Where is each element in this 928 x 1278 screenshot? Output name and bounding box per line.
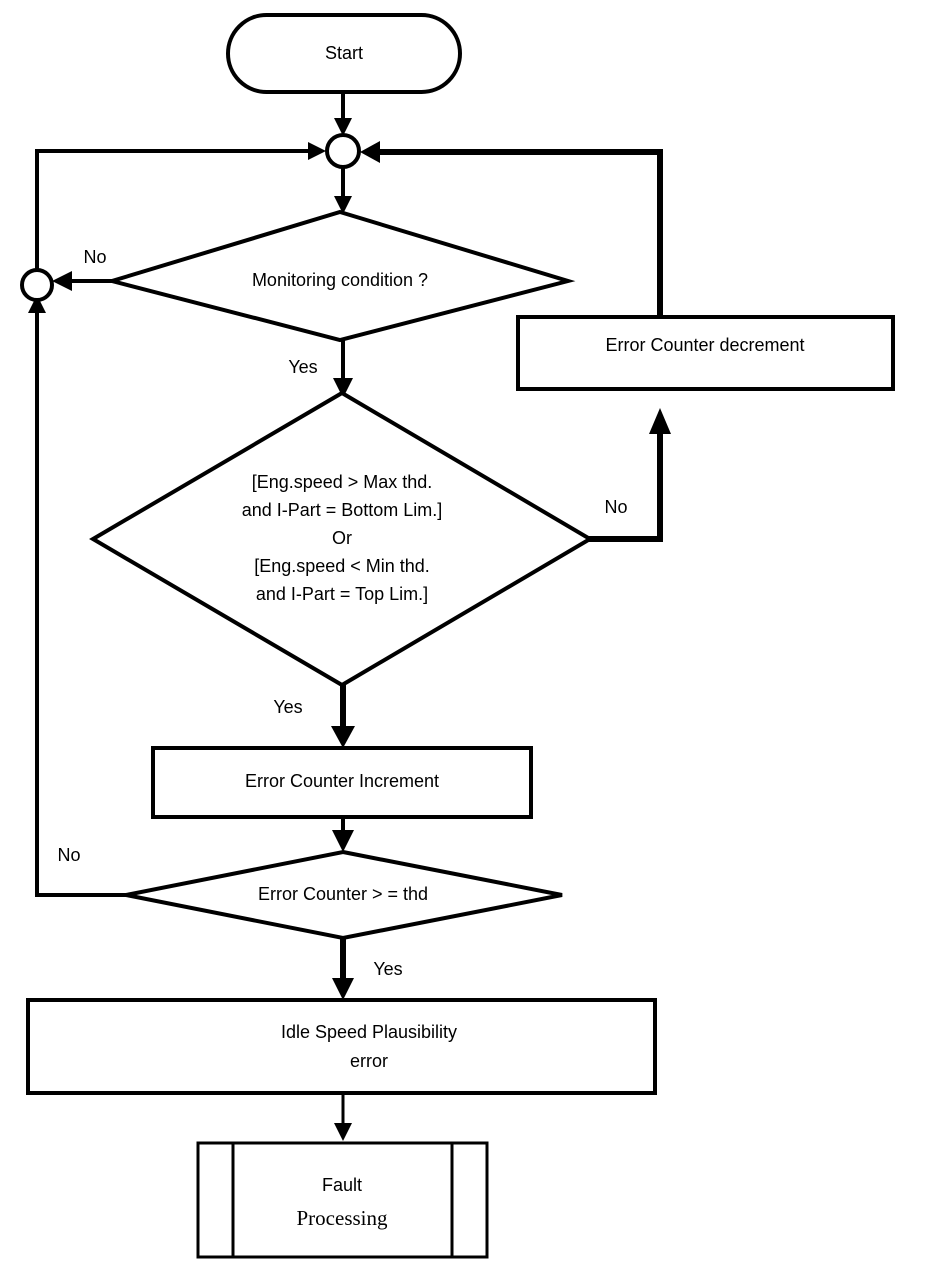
edge-decrement-return-to-junction xyxy=(360,141,663,317)
node-fault-processing-line-1: Fault xyxy=(322,1175,362,1195)
node-speed-condition-line-2: and I-Part = Bottom Lim.] xyxy=(242,500,443,520)
node-speed-condition-line-4: [Eng.speed < Min thd. xyxy=(254,556,430,576)
edge-label-counter-yes: Yes xyxy=(373,959,402,979)
edge-speed-no-to-decrement xyxy=(586,408,671,542)
edge-monitoring-no xyxy=(52,271,112,291)
edge-error-to-fault-processing xyxy=(334,1093,352,1141)
edge-increment-to-counter xyxy=(332,817,354,852)
node-speed-condition[interactable]: [Eng.speed > Max thd. and I-Part = Botto… xyxy=(89,390,594,688)
node-fault-processing[interactable]: Fault Processing xyxy=(196,1141,489,1259)
edge-left-loop-to-junction xyxy=(35,142,326,270)
node-start-label: Start xyxy=(325,43,363,63)
edge-label-monitoring-no: No xyxy=(83,247,106,267)
node-junction-left[interactable] xyxy=(20,268,54,302)
node-start[interactable]: Start xyxy=(226,13,462,94)
node-error-counter-decrement-label: Error Counter decrement xyxy=(605,335,804,355)
node-error-counter-threshold[interactable]: Error Counter > = thd xyxy=(125,849,563,941)
edge-counter-no-to-left-junction xyxy=(28,295,126,897)
edge-monitoring-yes xyxy=(333,340,353,398)
node-error-counter-decrement[interactable]: Error Counter decrement xyxy=(516,315,895,391)
edge-counter-yes-to-error xyxy=(332,938,354,1000)
node-idle-speed-error-line-1: Idle Speed Plausibility xyxy=(281,1022,457,1042)
edge-junction-to-monitoring xyxy=(334,168,352,214)
node-monitoring-condition-label: Monitoring condition ? xyxy=(252,270,428,290)
edge-label-speed-yes: Yes xyxy=(273,697,302,717)
node-idle-speed-error-line-2: error xyxy=(350,1051,388,1071)
node-speed-condition-line-5: and I-Part = Top Lim.] xyxy=(256,584,428,604)
node-error-counter-increment[interactable]: Error Counter Increment xyxy=(151,746,533,819)
edge-label-speed-no: No xyxy=(604,497,627,517)
edge-label-monitoring-yes: Yes xyxy=(288,357,317,377)
edge-label-counter-no: No xyxy=(57,845,80,865)
node-fault-processing-line-2: Processing xyxy=(297,1206,388,1230)
edge-start-to-junction xyxy=(334,92,352,136)
node-speed-condition-line-1: [Eng.speed > Max thd. xyxy=(252,472,433,492)
node-error-counter-increment-label: Error Counter Increment xyxy=(245,771,439,791)
node-monitoring-condition[interactable]: Monitoring condition ? xyxy=(104,209,576,343)
node-speed-condition-line-3: Or xyxy=(332,528,352,548)
node-junction-top[interactable] xyxy=(325,133,361,169)
node-error-counter-threshold-label: Error Counter > = thd xyxy=(258,884,428,904)
edge-speed-yes-to-increment xyxy=(331,685,355,748)
node-idle-speed-error[interactable]: Idle Speed Plausibility error xyxy=(26,998,657,1095)
